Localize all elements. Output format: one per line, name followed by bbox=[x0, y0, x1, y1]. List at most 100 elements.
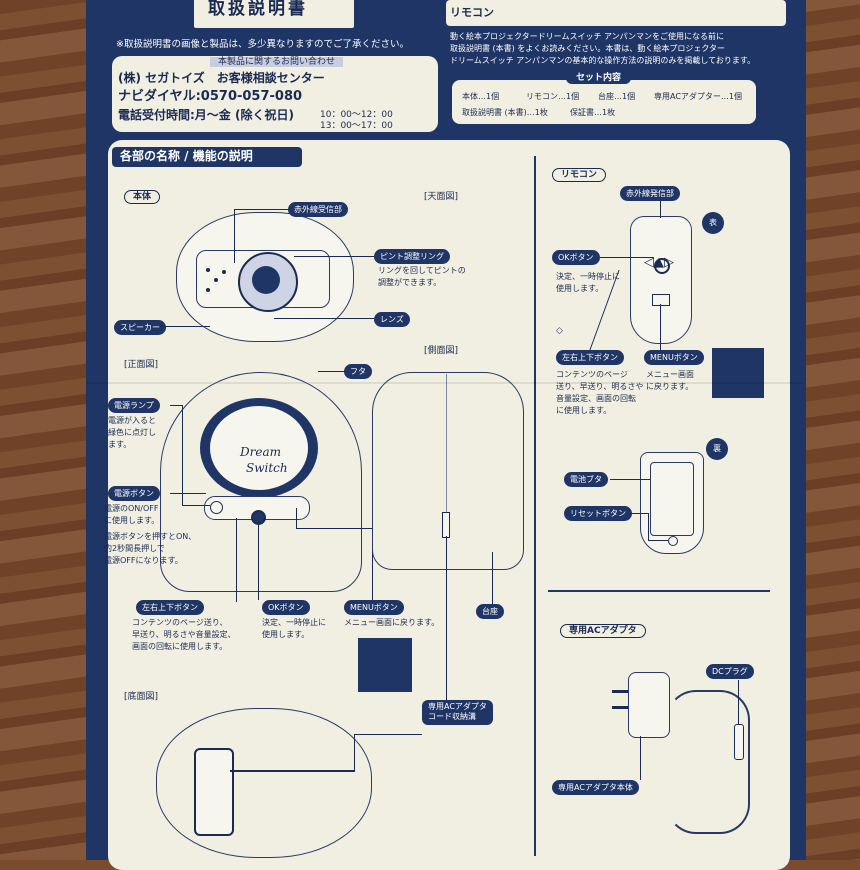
power-button-desc: 電源OFFになります。 bbox=[104, 556, 183, 565]
intro-line-2: 取扱説明書 (本書) をよくお読みください。本書は、動く絵本プロジェクター bbox=[450, 44, 726, 53]
section-title-tab bbox=[112, 147, 302, 167]
ok-button-desc: 決定、一時停止に bbox=[262, 618, 326, 627]
leader-line bbox=[648, 513, 649, 541]
leader-line bbox=[296, 508, 297, 528]
column-divider bbox=[534, 156, 536, 856]
set-contents-panel bbox=[452, 80, 756, 124]
remote-menu-label: MENUボタン bbox=[644, 350, 704, 365]
base-label: 台座 bbox=[476, 604, 504, 619]
leader-line bbox=[258, 520, 259, 600]
remote-menu-desc: に戻ります。 bbox=[646, 382, 694, 391]
remote-direction-label: 左右上下ボタン bbox=[556, 350, 624, 365]
dc-plug-tip bbox=[734, 724, 744, 760]
direction-button-desc: コンテンツのページ送り、 bbox=[132, 618, 228, 627]
remote-ok-icon bbox=[654, 258, 670, 274]
remote-ok-desc: 使用します。 bbox=[556, 284, 604, 293]
remote-ir-label: 赤外線発信部 bbox=[620, 186, 680, 201]
ac-cord-slot-line-1: 専用ACアダプタ bbox=[428, 702, 487, 711]
remote-top-strip bbox=[446, 0, 786, 26]
leader-line bbox=[660, 304, 661, 350]
leader-line bbox=[296, 528, 372, 529]
leader-line bbox=[354, 734, 355, 772]
reset-button-icon bbox=[668, 536, 678, 546]
leader-line bbox=[492, 552, 493, 604]
notice-text: ※取扱説明書の画像と製品は、多少異なりますのでご了承ください。 bbox=[116, 39, 409, 50]
leader-line bbox=[738, 680, 739, 724]
ac-cord-slot-line-2: コード収納溝 bbox=[428, 712, 476, 722]
menu-screen-thumb bbox=[358, 638, 412, 692]
leader-line bbox=[170, 405, 182, 406]
leader-line bbox=[354, 734, 422, 735]
logo-inner bbox=[210, 406, 308, 490]
power-lamp-desc: 緑色に点灯し bbox=[108, 428, 156, 437]
adapter-cord bbox=[666, 690, 750, 834]
direction-button-label: 左右上下ボタン bbox=[136, 600, 204, 615]
focus-ring-desc: リングを回してピントの bbox=[378, 266, 466, 275]
remote-menu-screen-thumb bbox=[712, 348, 764, 398]
leader-line bbox=[372, 528, 373, 600]
leader-line bbox=[446, 536, 447, 700]
ok-button-label: OKボタン bbox=[262, 600, 310, 615]
section-title: 各部の名称 / 機能の説明 bbox=[120, 149, 253, 163]
set-item: 取扱説明書 (本書)…1枚 bbox=[462, 108, 548, 117]
logo-text-dream: Dream bbox=[240, 445, 281, 459]
remote-dpad-small-glyph: ◇ bbox=[556, 326, 563, 336]
power-button-desc: に使用します。 bbox=[104, 516, 160, 525]
side-view-seam bbox=[446, 374, 447, 566]
bottom-view-unit bbox=[156, 708, 372, 858]
remote-ok-label: OKボタン bbox=[552, 250, 600, 265]
leader-line bbox=[648, 540, 668, 541]
lens-label: レンズ bbox=[374, 312, 410, 327]
leader-line bbox=[660, 196, 661, 218]
remote-back-label: 裏 bbox=[713, 444, 721, 453]
set-item: リモコン…1個 bbox=[526, 92, 580, 101]
adapter-body bbox=[628, 672, 670, 738]
hours-label: 電話受付時間:月～金 (除く祝日) bbox=[118, 108, 294, 122]
leader-line bbox=[236, 518, 237, 602]
paper-crease bbox=[86, 382, 806, 384]
front-view-dome bbox=[160, 372, 362, 592]
remote-ok-desc: 決定、一時停止に bbox=[556, 272, 620, 281]
set-item: 専用ACアダプター…1個 bbox=[654, 92, 743, 101]
ok-button-desc: 使用します。 bbox=[262, 630, 310, 639]
side-view-label: [側面図] bbox=[424, 346, 459, 356]
leader-line bbox=[600, 257, 654, 258]
direction-button-desc: 画面の回転に使用します。 bbox=[132, 642, 228, 651]
leader-line bbox=[182, 405, 183, 505]
hours-pm: 13：00～17：00 bbox=[320, 121, 393, 131]
side-cord-slot bbox=[442, 512, 450, 538]
power-button-icon bbox=[210, 501, 223, 514]
company-name: (株) セガトイズ お客様相談センター bbox=[118, 71, 325, 85]
lens-glass bbox=[252, 266, 280, 294]
title-panel bbox=[192, 0, 356, 30]
hours-am: 10：00～12：00 bbox=[320, 110, 393, 120]
dc-plug-label: DCプラグ bbox=[706, 664, 754, 679]
adapter-body-label: 専用ACアダプタ本体 bbox=[552, 780, 639, 795]
remote-menu-icon bbox=[652, 294, 670, 306]
adapter-divider bbox=[548, 590, 770, 592]
leader-line bbox=[234, 209, 290, 210]
leader-line bbox=[318, 371, 346, 372]
side-view-unit bbox=[372, 372, 524, 570]
leader-line bbox=[640, 736, 641, 780]
leader-line bbox=[234, 209, 235, 263]
remote-front-label: 表 bbox=[709, 218, 717, 227]
bottom-view-label: [底面図] bbox=[124, 692, 159, 702]
speaker-dot bbox=[206, 288, 210, 292]
remote-back-badge bbox=[706, 438, 728, 460]
leader-line bbox=[630, 513, 648, 514]
speaker-dot bbox=[206, 268, 210, 272]
lid-label: フタ bbox=[344, 364, 372, 379]
bottom-cord-holder bbox=[194, 748, 234, 836]
manual-title: 取扱説明書 bbox=[208, 0, 308, 19]
bottom-cord bbox=[230, 770, 354, 772]
remote-direction-desc: 送り、早送り、明るさや bbox=[556, 382, 644, 391]
power-button-desc: 電源ボタンを押すとON、 bbox=[104, 532, 197, 541]
menu-button-label: MENUボタン bbox=[344, 600, 404, 615]
remote-front-body bbox=[630, 216, 692, 344]
remote-direction-desc: コンテンツのページ bbox=[556, 370, 628, 379]
leader-line bbox=[610, 479, 650, 480]
direction-button-desc: 早送り、明るさや音量設定、 bbox=[132, 630, 236, 639]
reset-button-label: リセットボタン bbox=[564, 506, 632, 521]
leader-line bbox=[160, 326, 210, 327]
